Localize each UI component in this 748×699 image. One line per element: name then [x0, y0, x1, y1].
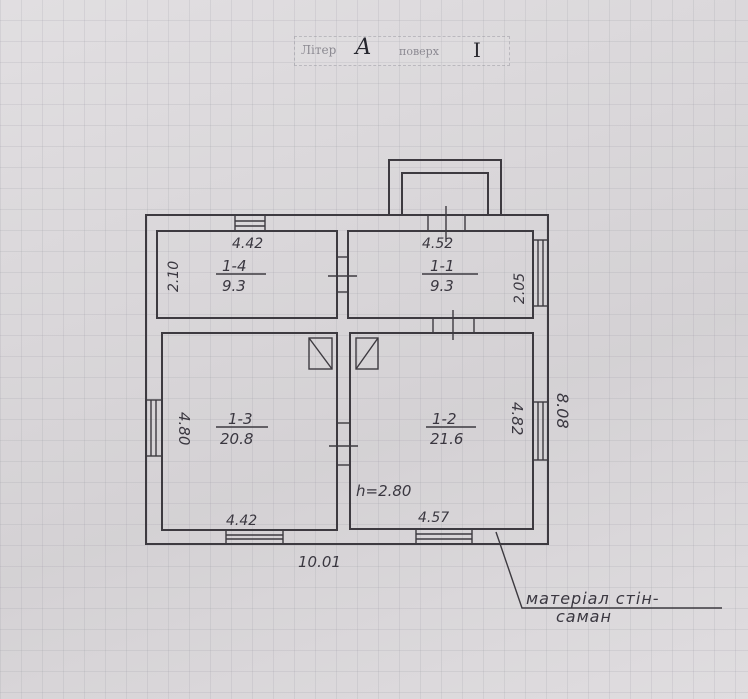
room-1-2-id: 1-2 — [432, 410, 457, 428]
sheet-stamp: Літер А поверх I — [294, 35, 510, 66]
stamp-label: Літер — [301, 43, 337, 57]
room-1-2-area: 21.6 — [430, 430, 463, 448]
ceiling-height: h=2.80 — [356, 482, 411, 500]
wall-material-note-line1: матеріал стін- — [526, 589, 660, 608]
window-left-1-3 — [145, 399, 163, 457]
stamp-suffix: поверх — [399, 45, 439, 58]
room-1-4-id: 1-4 — [222, 257, 247, 275]
room-1-3-height: 4.80 — [175, 412, 193, 445]
room-1-1-width: 4.52 — [422, 236, 453, 252]
room-1-4-width: 4.42 — [232, 236, 263, 252]
room-1-2-height: 4.82 — [508, 402, 526, 435]
window-right-1-1 — [532, 239, 549, 307]
room-1-1-height: 2.05 — [512, 273, 528, 304]
window-right-1-2 — [532, 401, 549, 461]
outer-wall — [145, 214, 549, 545]
room-1-2-width: 4.57 — [418, 510, 449, 526]
door-1-3-1-2 — [329, 422, 358, 466]
door-1-1-1-2 — [432, 310, 475, 340]
room-1-1-area: 9.3 — [430, 277, 454, 295]
window-top-1-4 — [234, 214, 266, 232]
porch — [388, 159, 502, 215]
material-leader-line — [495, 531, 722, 609]
room-1-4-height: 2.10 — [166, 261, 182, 292]
overall-length: 10.01 — [298, 553, 341, 571]
room-1-4-area: 9.3 — [222, 277, 246, 295]
room-1-3-area: 20.8 — [220, 430, 253, 448]
stove-1-3 — [308, 337, 333, 370]
door-entrance — [427, 206, 466, 242]
window-bottom-1-2 — [415, 528, 473, 545]
wall-material-note-line2: саман — [556, 607, 612, 626]
room-1-3-id: 1-3 — [228, 410, 253, 428]
overall-width: 8.08 — [553, 393, 572, 429]
stamp-letter: А — [355, 35, 372, 60]
room-1-1-id: 1-1 — [430, 257, 455, 275]
stove-1-2 — [355, 337, 379, 370]
window-bottom-1-3 — [225, 529, 284, 545]
door-1-4-1-1 — [328, 256, 357, 293]
stamp-floor-number: I — [473, 38, 481, 62]
room-1-3-width: 4.42 — [226, 513, 257, 529]
